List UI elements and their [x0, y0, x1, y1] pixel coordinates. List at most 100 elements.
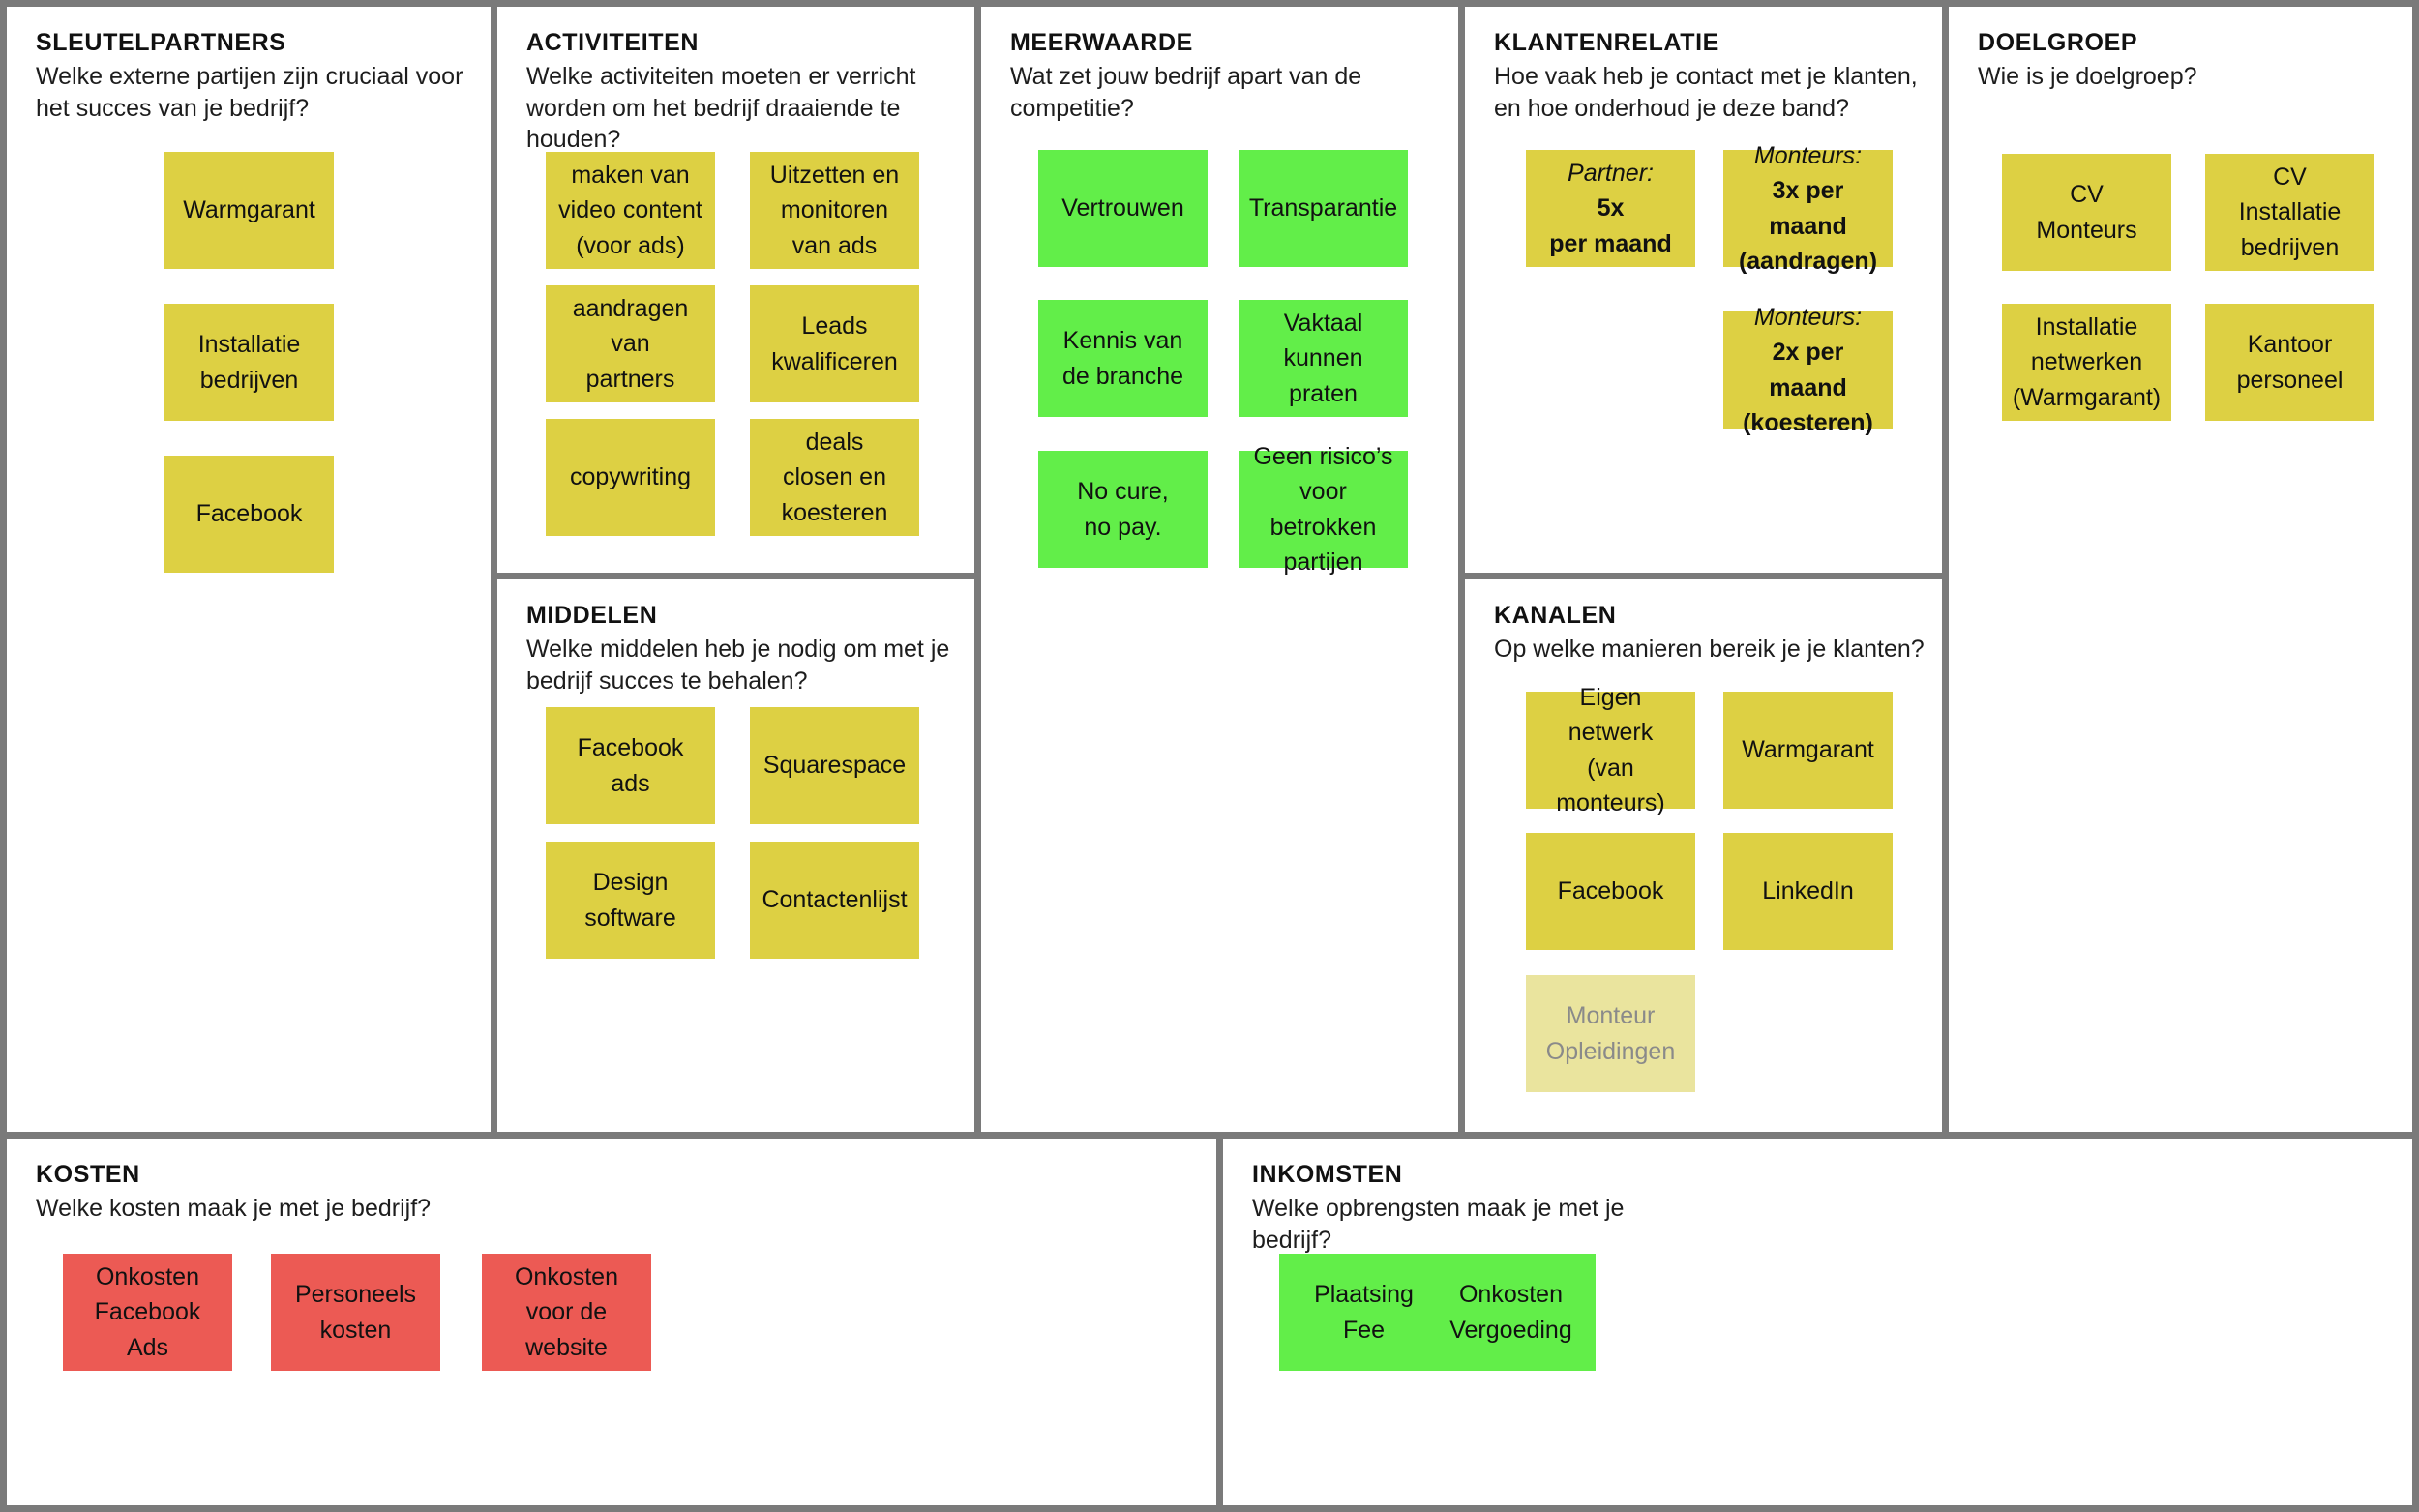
panel-middelen: MIDDELEN Welke middelen heb je nodig om …: [491, 573, 974, 1132]
sticky-note-text: Monteurs:3x per maand(aandragen): [1738, 142, 1878, 275]
panel-title: ACTIVITEITEN: [526, 29, 700, 56]
sticky-note-text: Monteurs:2x per maand(koesteren): [1743, 304, 1873, 436]
sticky-note[interactable]: Warmgarant: [1723, 692, 1893, 809]
panel-header-kanalen: KANALEN Op welke manieren bereik je je k…: [1494, 601, 1925, 666]
panel-subtitle: Welke opbrengsten maak je met je bedrijf…: [1252, 1195, 1625, 1254]
panel-title: SLEUTELPARTNERS: [36, 29, 286, 56]
panel-kanalen: KANALEN Op welke manieren bereik je je k…: [1458, 573, 1942, 1132]
panel-header-klantenrelatie: KLANTENRELATIE Hoe vaak heb je contact m…: [1494, 28, 1925, 124]
panel-title: DOELGROEP: [1978, 29, 2138, 56]
panel-title: MEERWAARDE: [1010, 29, 1193, 56]
sticky-note[interactable]: copywriting: [546, 419, 715, 536]
sticky-note-text: copywriting: [569, 463, 692, 491]
panel-inkomsten: INKOMSTEN Welke opbrengsten maak je met …: [1216, 1132, 2412, 1505]
sticky-note-text: Warmgarant: [183, 196, 315, 224]
sticky-note[interactable]: Vertrouwen: [1038, 150, 1208, 267]
sticky-note-text: Vertrouwen: [1061, 194, 1184, 222]
panel-subtitle: Welke externe partijen zijn cruciaal voo…: [36, 63, 463, 122]
panel-subtitle: Hoe vaak heb je contact met je klanten, …: [1494, 63, 1918, 122]
sticky-note[interactable]: Facebook: [1526, 833, 1695, 950]
panel-header-inkomsten: INKOMSTEN Welke opbrengsten maak je met …: [1252, 1160, 2395, 1256]
sticky-note-text: Warmgarant: [1742, 736, 1874, 764]
sticky-note-text: Squarespace: [762, 752, 907, 780]
panel-sleutelpartners: SLEUTELPARTNERS Welke externe partijen z…: [7, 7, 491, 1132]
panel-klantenrelatie: KLANTENRELATIE Hoe vaak heb je contact m…: [1458, 7, 1942, 573]
panel-title: INKOMSTEN: [1252, 1161, 1403, 1188]
panel-title: KANALEN: [1494, 602, 1617, 629]
panel-header-meerwaarde: MEERWAARDE Wat zet jouw bedrijf apart va…: [1010, 28, 1441, 124]
sticky-note[interactable]: Monteurs:3x per maand(aandragen): [1723, 142, 1893, 275]
panel-activiteiten: ACTIVITEITEN Welke activiteiten moeten e…: [491, 7, 974, 573]
panel-title: MIDDELEN: [526, 602, 658, 629]
panel-header-sleutelpartners: SLEUTELPARTNERS Welke externe partijen z…: [36, 28, 473, 124]
sticky-note-text: Transparantie: [1248, 194, 1398, 222]
panel-header-kosten: KOSTEN Welke kosten maak je met je bedri…: [36, 1160, 1199, 1225]
sticky-note[interactable]: Monteurs:2x per maand(koesteren): [1723, 304, 1893, 436]
sticky-note-text: Facebook: [195, 500, 303, 528]
panel-subtitle: Welke kosten maak je met je bedrijf?: [36, 1195, 432, 1223]
panel-subtitle: Op welke manieren bereik je je klanten?: [1494, 636, 1925, 664]
sticky-note-text: Contactenlijst: [762, 886, 908, 914]
sticky-note-text: LinkedIn: [1762, 877, 1854, 905]
panel-header-activiteiten: ACTIVITEITEN Welke activiteiten moeten e…: [526, 28, 957, 156]
sticky-note[interactable]: Contactenlijst: [750, 842, 919, 959]
sticky-note[interactable]: Facebook: [164, 456, 334, 573]
panel-kosten: KOSTEN Welke kosten maak je met je bedri…: [7, 1132, 1216, 1505]
panel-title: KLANTENRELATIE: [1494, 29, 1719, 56]
panel-header-doelgroep: DOELGROEP Wie is je doelgroep?: [1978, 28, 2395, 93]
sticky-note[interactable]: No cure,no pay.: [1038, 451, 1208, 568]
sticky-note[interactable]: LinkedIn: [1723, 833, 1893, 950]
panel-subtitle: Wat zet jouw bedrijf apart van de compet…: [1010, 63, 1362, 122]
panel-title: KOSTEN: [36, 1161, 140, 1188]
sticky-note[interactable]: Warmgarant: [164, 152, 334, 269]
sticky-note[interactable]: Squarespace: [750, 707, 919, 824]
sticky-note[interactable]: Transparantie: [1239, 150, 1408, 267]
sticky-note-text: No cure,no pay.: [1077, 478, 1169, 541]
panel-subtitle: Wie is je doelgroep?: [1978, 63, 2197, 91]
panel-meerwaarde: MEERWAARDE Wat zet jouw bedrijf apart va…: [974, 7, 1458, 1132]
